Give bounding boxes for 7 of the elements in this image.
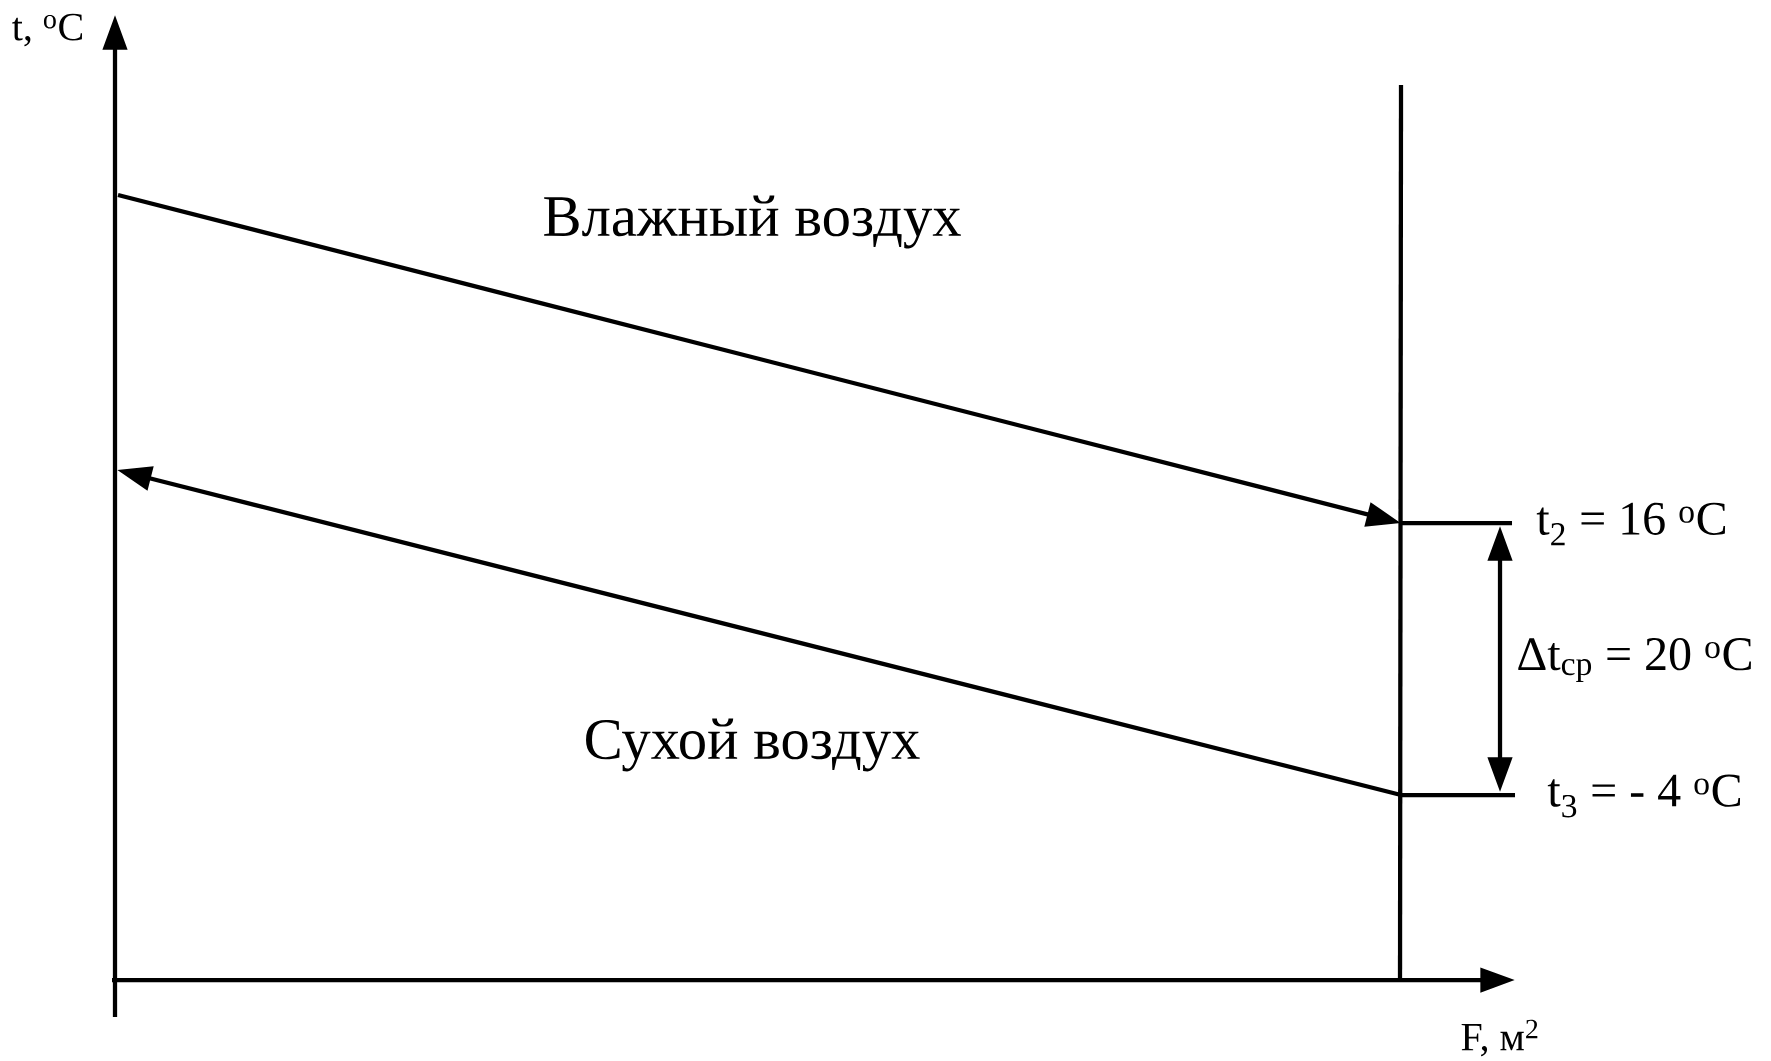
temperature-label: Δt$_{ср}$ = 20 $^{o}$C bbox=[1518, 638, 1751, 683]
temperature-label: t$_{2}$ = 16 $^{o}$C bbox=[1536, 502, 1726, 546]
axis-label: F, м$^{2}$ bbox=[1461, 1019, 1538, 1057]
temperature-label: t$_{3}$ = - 4 $^{o}$C bbox=[1547, 774, 1741, 818]
region-label: Влажный воздух bbox=[544, 195, 961, 249]
region-label: Сухой воздух bbox=[586, 718, 920, 772]
axis-label: t, $^{o}$C bbox=[12, 13, 82, 47]
